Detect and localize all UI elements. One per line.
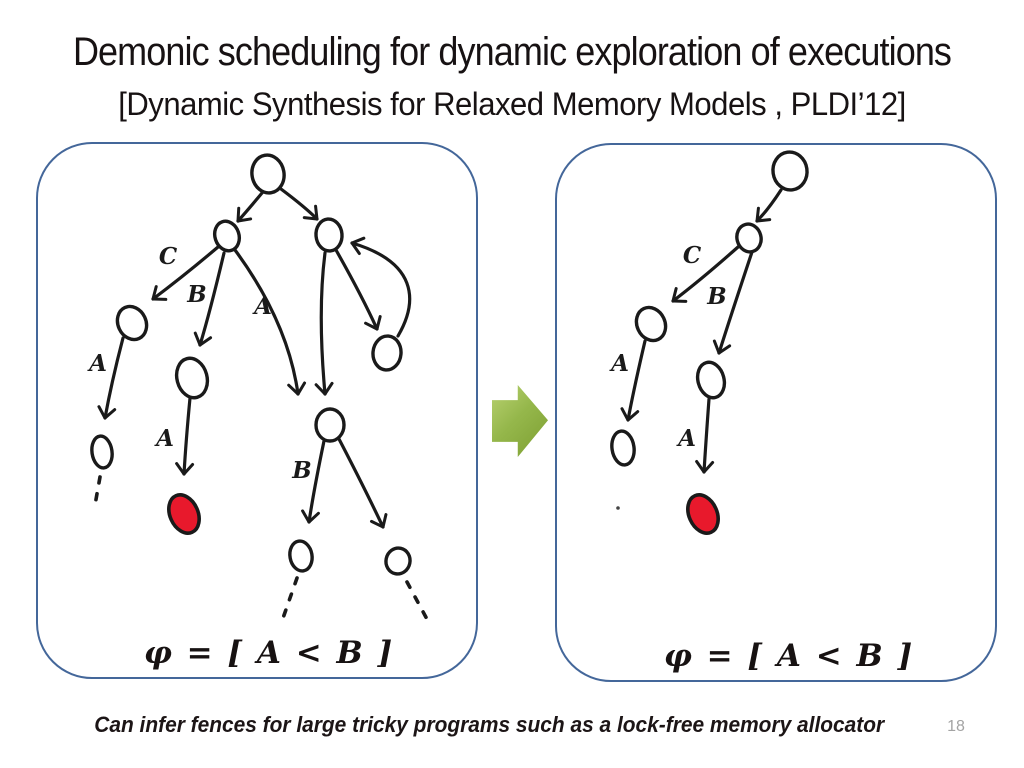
tree-edge (336, 436, 387, 529)
tree-node (634, 305, 667, 342)
slide-title: Demonic scheduling for dynamic explorati… (72, 30, 952, 74)
edge-label-a: A (87, 350, 107, 377)
slide-number: 18 (947, 718, 965, 735)
tree-edge (278, 186, 319, 221)
edge-label-c: C (158, 243, 177, 270)
red-leaf-node (166, 492, 201, 535)
edge-label-a: A (154, 425, 174, 452)
edge-label-b: B (186, 281, 206, 308)
transform-arrow-icon (492, 385, 548, 457)
edge-label-c: C (682, 242, 701, 269)
tree-node (174, 356, 209, 399)
tree-edge-a (96, 335, 125, 420)
execution-tree-left-graphic: C B A A A B (87, 152, 430, 623)
edge-label-a: A (252, 293, 272, 320)
continuation-dot (615, 505, 620, 510)
constraint-formula-left: φ = [ A < B ] (143, 635, 395, 671)
red-leaf-node (685, 492, 720, 535)
tree-edge-c (150, 244, 220, 301)
tree-edge-b (193, 250, 226, 347)
tree-node (734, 221, 763, 254)
tree-node-root (249, 152, 286, 195)
tree-node-leaf (383, 545, 412, 576)
tree-edge-a (174, 395, 194, 476)
tree-node-root (770, 149, 809, 192)
continuation-dashes (92, 474, 102, 507)
tree-node (695, 360, 726, 399)
tree-node (313, 216, 344, 253)
tree-node-leaf (89, 433, 114, 470)
tree-edge-c (670, 244, 740, 303)
panel-constrained-exploration: C B A A φ = [ A < B ] (555, 143, 997, 682)
tree-edge-a (619, 338, 647, 422)
tree-edge (754, 187, 783, 223)
panel-full-exploration: C B A A A B φ = [ A < B ] (36, 142, 478, 679)
tree-node-leaf (287, 538, 314, 573)
execution-tree-right-graphic: C B A A (609, 149, 809, 535)
tree-edge (235, 190, 264, 223)
edge-label-a: A (609, 350, 629, 377)
slide-subtitle: [Dynamic Synthesis for Relaxed Memory Mo… (118, 86, 906, 122)
tree-edge-loop (349, 236, 411, 338)
tree-node (370, 333, 403, 372)
tree-edge-b (300, 438, 326, 524)
tree-edge-a-curve (232, 247, 306, 396)
tree-edge-a (694, 396, 714, 474)
tree-node-leaf (609, 428, 636, 467)
edge-label-b: B (291, 457, 311, 484)
footer-note: Can infer fences for large tricky progra… (94, 712, 885, 737)
tree-edge-b (712, 249, 754, 355)
tree-node (212, 219, 241, 252)
continuation-dashes (404, 579, 430, 623)
tree-node (115, 304, 148, 341)
edge-label-b: B (706, 283, 726, 310)
edge-label-a: A (676, 425, 696, 452)
constraint-formula-right: φ = [ A < B ] (663, 638, 915, 674)
tree-edge (333, 247, 382, 331)
continuation-dashes (279, 575, 299, 623)
tree-node (313, 406, 346, 443)
tree-edge (314, 250, 334, 396)
